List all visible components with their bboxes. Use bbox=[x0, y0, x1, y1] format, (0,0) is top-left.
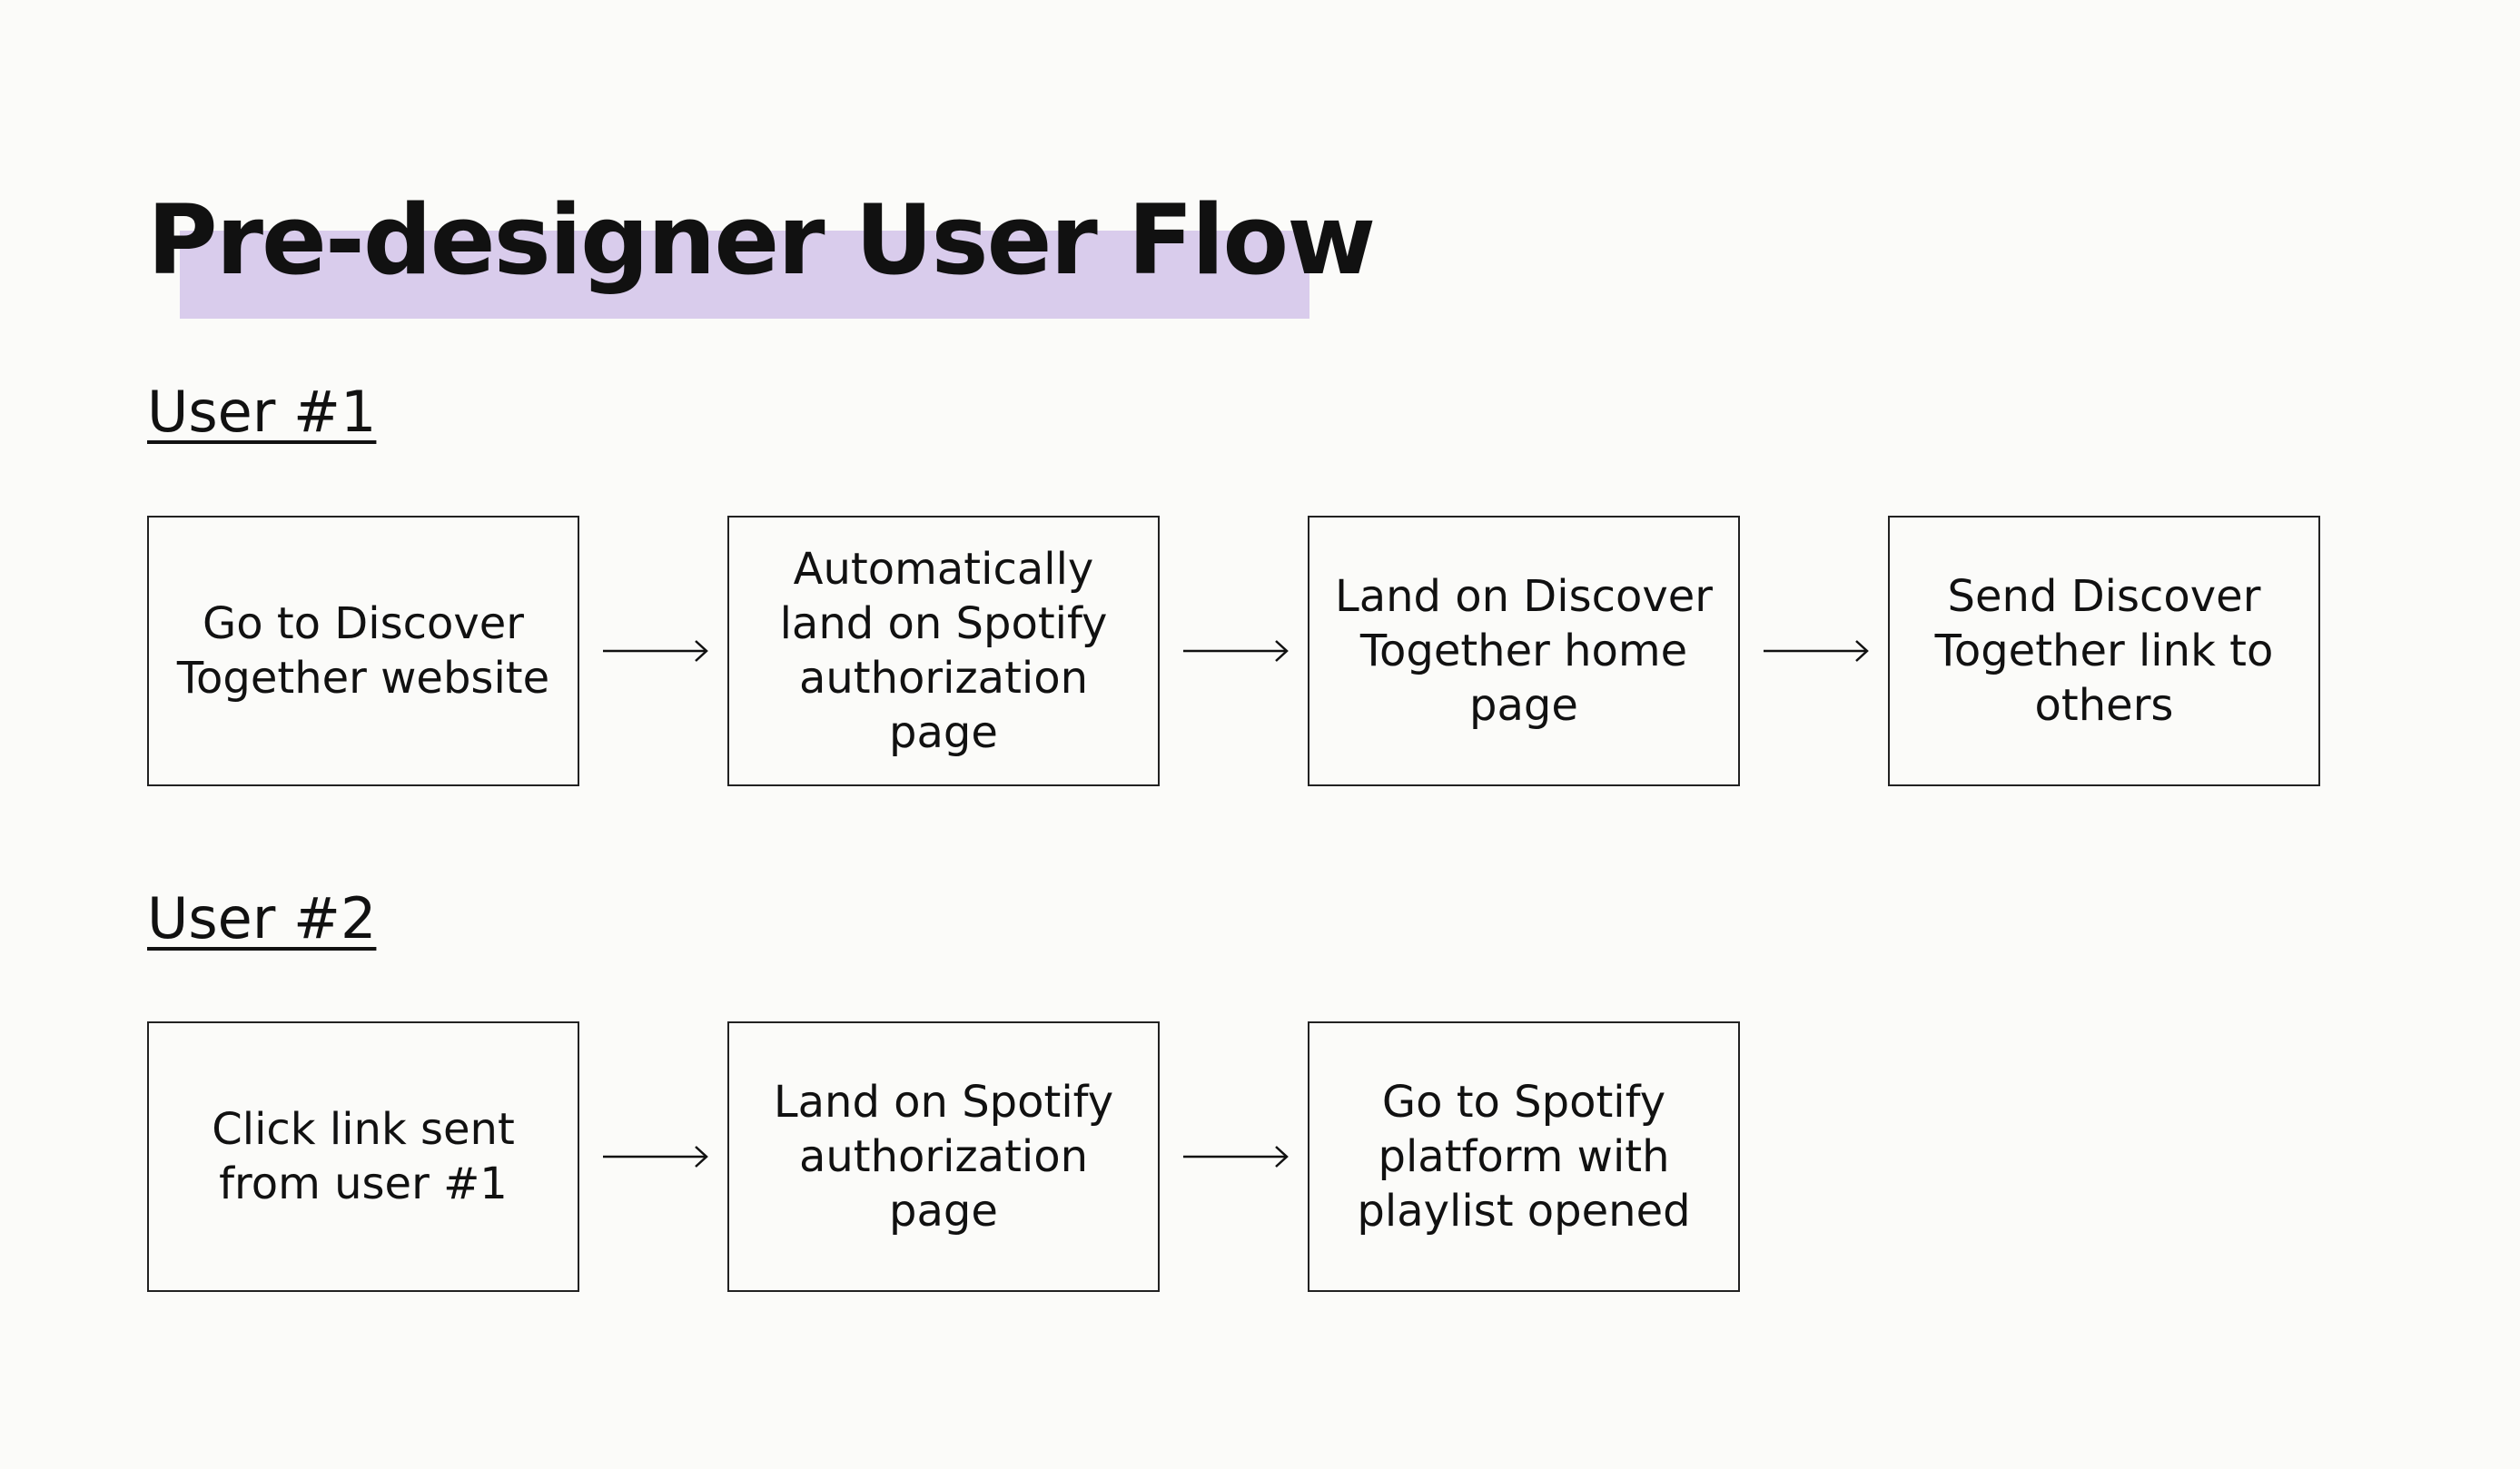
step-label: Land on Spotify authorization page bbox=[773, 1077, 1114, 1237]
right-arrow-icon bbox=[1183, 640, 1289, 662]
user-1-heading: User #1 bbox=[147, 379, 377, 445]
user-2-step-3: Go to Spotify platform with playlist ope… bbox=[1308, 1021, 1740, 1292]
title-block: Pre-designer User Flow bbox=[147, 173, 1376, 336]
step-label: Send Discover Together link to others bbox=[1934, 571, 2274, 731]
page-title: Pre-designer User Flow bbox=[147, 184, 1376, 296]
step-label: Go to Spotify platform with playlist ope… bbox=[1357, 1077, 1691, 1237]
user-1-step-1: Go to Discover Together website bbox=[147, 516, 579, 786]
user-2-heading: User #2 bbox=[147, 885, 377, 951]
right-arrow-icon bbox=[603, 1146, 708, 1168]
step-label: Click link sent from user #1 bbox=[212, 1104, 515, 1209]
user-1-flow: Go to Discover Together website Automati… bbox=[147, 516, 2327, 790]
right-arrow-icon bbox=[1183, 1146, 1289, 1168]
user-1-step-4: Send Discover Together link to others bbox=[1888, 516, 2320, 786]
right-arrow-icon bbox=[1764, 640, 1869, 662]
user-1-step-3: Land on Discover Together home page bbox=[1308, 516, 1740, 786]
step-label: Go to Discover Together website bbox=[176, 598, 550, 704]
user-2-step-2: Land on Spotify authorization page bbox=[727, 1021, 1160, 1292]
title-highlight bbox=[180, 231, 1309, 319]
user-2-flow: Click link sent from user #1 Land on Spo… bbox=[147, 1021, 2327, 1296]
right-arrow-icon bbox=[603, 640, 708, 662]
step-label: Automatically land on Spotify authorizat… bbox=[779, 544, 1108, 758]
step-label: Land on Discover Together home page bbox=[1334, 571, 1714, 731]
user-2-step-1: Click link sent from user #1 bbox=[147, 1021, 579, 1292]
user-1-step-2: Automatically land on Spotify authorizat… bbox=[727, 516, 1160, 786]
